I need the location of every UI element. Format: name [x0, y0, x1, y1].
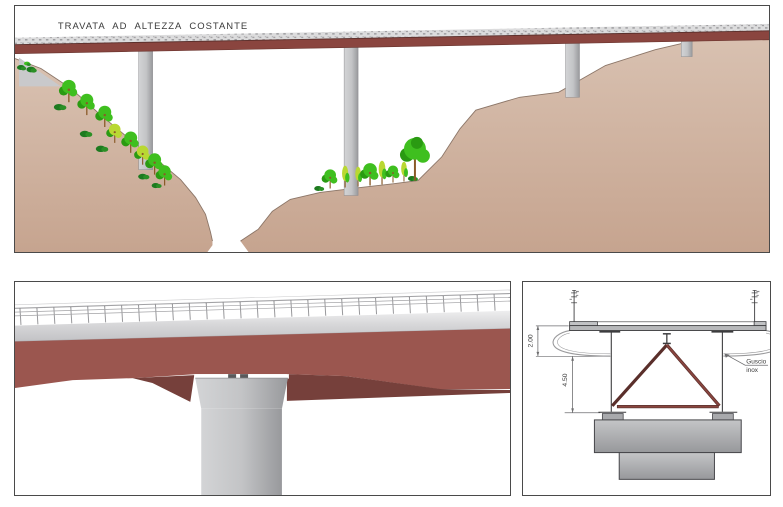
pier-4 — [680, 39, 693, 57]
truss-struts — [611, 343, 721, 407]
abutment-wedge — [18, 57, 61, 87]
abutment-bushes — [16, 61, 37, 73]
deck-slab-section — [569, 325, 767, 331]
right-slope — [240, 28, 769, 252]
shell-callout: Guscio inox — [724, 353, 769, 374]
railing-posts — [19, 293, 496, 325]
valley-notch — [207, 241, 249, 252]
pier-shaft — [201, 408, 282, 495]
dim-4-50: 4.50 — [562, 373, 569, 386]
edge-shells — [552, 330, 770, 357]
cross-section-drawing: 2.00 4.50 — [527, 290, 770, 480]
girder-flare-right — [286, 374, 510, 401]
cross-section-panel: 2.00 4.50 — [522, 281, 771, 496]
section-railing-left — [569, 290, 579, 322]
pier-detail-panel — [14, 281, 511, 496]
far-railing-line — [15, 289, 510, 306]
pier-3 — [565, 42, 580, 98]
deck-slab — [15, 310, 510, 342]
piers — [138, 39, 693, 196]
girder — [15, 328, 510, 402]
right-slope-edge — [240, 28, 769, 242]
dimensions: 2.00 4.50 — [527, 325, 611, 414]
section-pier — [593, 413, 742, 480]
shell-label-1: Guscio — [746, 359, 766, 366]
railing-rails — [15, 292, 510, 317]
panel-title: TRAVATA AD ALTEZZA COSTANTE — [58, 21, 248, 32]
deck-top-edge — [15, 30, 769, 46]
pier-cap — [195, 378, 288, 409]
pier-detail-drawing — [15, 289, 510, 495]
girder-body — [15, 328, 510, 389]
bridge-deck — [15, 23, 769, 54]
pier-shaft-section — [618, 452, 715, 480]
deck-railing-strip — [15, 23, 769, 45]
shell-label-2: inox — [746, 367, 759, 374]
bearing-plinth-right — [712, 413, 734, 421]
trees — [53, 79, 430, 192]
bearing-plinth-left — [601, 413, 624, 421]
bottom-chord — [616, 405, 719, 409]
elevation-drawing: TRAVATA AD ALTEZZA COSTANTE — [15, 21, 769, 252]
bearing-right — [240, 374, 249, 379]
pier — [195, 377, 288, 495]
deck-girder-band — [15, 30, 769, 54]
girder-flare-left — [132, 375, 195, 402]
section-structure — [598, 330, 738, 413]
slab-bottom-edge — [15, 328, 510, 342]
pier-cap-section — [593, 419, 742, 454]
bearing-left — [228, 374, 237, 379]
deck-bottom-edge — [15, 39, 769, 54]
center-i-beam — [662, 333, 671, 345]
dim-2-00: 2.00 — [527, 334, 534, 347]
section-deck — [569, 321, 767, 331]
section-railing-right — [750, 290, 760, 322]
elevation-panel: TRAVATA AD ALTEZZA COSTANTE — [14, 5, 770, 253]
left-slope — [15, 58, 213, 252]
